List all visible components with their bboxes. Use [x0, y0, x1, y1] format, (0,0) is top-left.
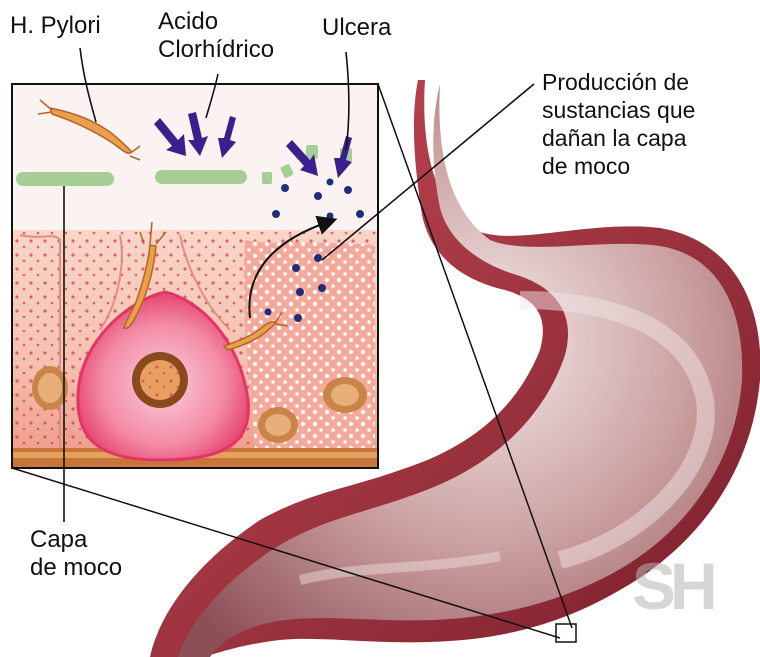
zoom-source-box: [556, 624, 576, 642]
label-capa-de-moco: Capa de moco: [30, 526, 122, 582]
watermark-logo: SH: [632, 548, 712, 624]
magnified-inset: [12, 84, 378, 468]
label-acido-clorhidrico: Acido Clorhídrico: [158, 8, 274, 64]
label-h-pylori: H. Pylori: [10, 12, 101, 40]
label-ulcera: Ulcera: [322, 14, 391, 42]
label-produccion: Producción de sustancias que dañan la ca…: [542, 68, 695, 180]
